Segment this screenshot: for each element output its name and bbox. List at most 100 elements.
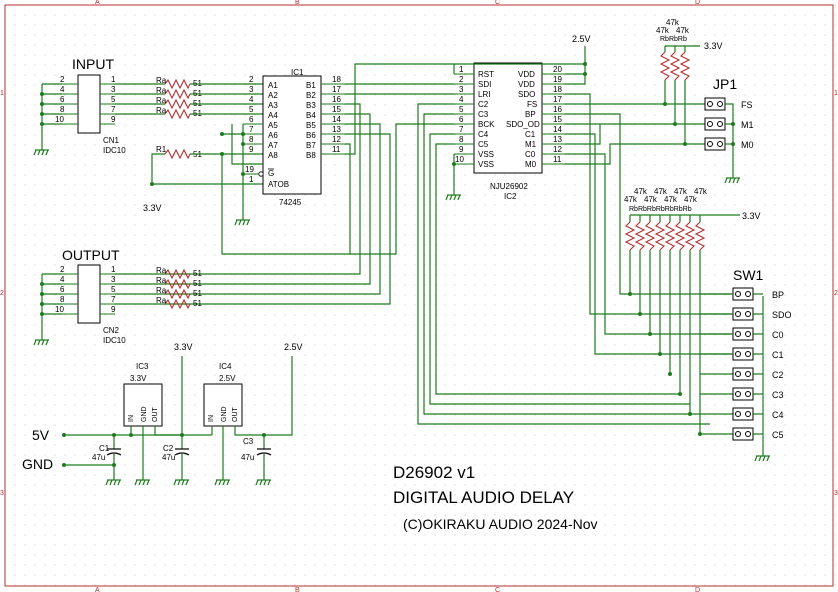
frame-row-3: 3 xyxy=(0,490,4,497)
in-res-ref-2: Ra xyxy=(156,86,167,95)
ic1-pin-a5: A5 xyxy=(268,121,278,130)
sw1-label-c2: C2 xyxy=(772,370,784,380)
cn1-pin-5: 5 xyxy=(111,95,116,104)
ic2-num-9: 9 xyxy=(459,145,464,154)
junction-dot xyxy=(678,392,682,396)
rb-mid-refs: RbRbRbRbRbRbRb xyxy=(629,206,692,213)
ground-symbol xyxy=(173,479,189,486)
ic2-num-12: 12 xyxy=(553,145,562,154)
in-res-ref-1: Ra xyxy=(156,76,167,85)
ic2-pin-sdi: SDI xyxy=(478,80,491,89)
c1-value: 47u xyxy=(92,453,105,462)
cn1-value: IDC10 xyxy=(103,146,126,155)
ic2-num-11: 11 xyxy=(553,155,562,164)
ic1-num-7: 7 xyxy=(249,125,254,134)
ic1-pin-b7: B7 xyxy=(306,141,316,150)
sw1-ref: SW1 xyxy=(733,267,764,283)
frame-row-1: 1 xyxy=(0,90,4,97)
cn2-pin-9: 9 xyxy=(111,305,116,314)
ic2-part: NJU26902 xyxy=(490,182,528,191)
cn2-pin-8: 8 xyxy=(60,295,65,304)
ic2-num-13: 13 xyxy=(553,135,562,144)
rb-top-array: 47k 47k 47k RbRbRb 3.3V xyxy=(565,18,723,165)
ground-symbol xyxy=(754,455,770,462)
connector-cn2-name: OUTPUT xyxy=(62,247,120,263)
sw1-label-bp: BP xyxy=(772,290,784,300)
frame-col-a: A xyxy=(95,0,100,6)
rb-mid-resistor xyxy=(694,221,706,251)
frame-row-1-right: 1 xyxy=(834,90,838,97)
junction-dot xyxy=(688,412,692,416)
bus-wires xyxy=(115,63,710,425)
ground-symbol xyxy=(33,149,49,156)
ic2-num-10: 10 xyxy=(455,155,464,164)
ic1-num-1: 1 xyxy=(249,175,254,184)
ic1-pin-a6: A6 xyxy=(268,131,278,140)
cn1-pin-10: 10 xyxy=(55,115,64,124)
cn1-pin-9: 9 xyxy=(111,115,116,124)
switch-contact xyxy=(745,291,751,297)
cn2-pin-3: 3 xyxy=(111,275,116,284)
ic2-pin-vss-9: VSS xyxy=(478,150,494,159)
input-resistor-array: Ra Ra Ra Ra 51 51 51 51 xyxy=(115,76,263,120)
cn2-pin-2: 2 xyxy=(60,265,65,274)
sw1-label-c5: C5 xyxy=(772,430,784,440)
switch-contact xyxy=(735,311,741,317)
ic1-pin-a3: A3 xyxy=(268,101,278,110)
rb-mid-resistor xyxy=(674,221,686,251)
ic1-pin-a7: A7 xyxy=(268,141,278,150)
frame-row-2-right: 2 xyxy=(834,290,838,297)
jp1-label-fs: FS xyxy=(741,100,753,110)
rb-mid-val-7: 47k xyxy=(684,195,698,204)
in-res-ref-3: Ra xyxy=(156,96,167,105)
rb-mid-resistor xyxy=(684,221,696,251)
ic1-num-8: 8 xyxy=(249,135,254,144)
ic1-pin-a2: A2 xyxy=(268,91,278,100)
net-label-2v5-top: 2.5V xyxy=(572,34,591,44)
ic3-pin-in: IN xyxy=(128,415,135,422)
ic1-pin-b4: B4 xyxy=(306,111,316,120)
ic1-num-16: 16 xyxy=(332,95,341,104)
switch-contact xyxy=(735,431,741,437)
frame-col-a-bottom: A xyxy=(95,587,100,592)
ic3-pin-gnd: GND xyxy=(141,406,148,422)
ic1-part: 74245 xyxy=(279,198,302,207)
cn1-pin-3: 3 xyxy=(111,85,116,94)
ic2-pin-rst: RST xyxy=(478,70,494,79)
ic1-pin-b2: B2 xyxy=(306,91,316,100)
switch-contact xyxy=(745,411,751,417)
rb-mid-val-1: 47k xyxy=(634,187,648,196)
out-res-val-4: 51 xyxy=(193,299,202,308)
connector-cn1-name: INPUT xyxy=(72,56,114,72)
ground-symbol xyxy=(445,194,461,201)
cn1-pin-6: 6 xyxy=(60,95,65,104)
ground-symbol xyxy=(134,479,150,486)
jumper-jp1: JP1 FS M1 M0 xyxy=(704,76,754,184)
switch-contact xyxy=(745,431,751,437)
ground-symbol xyxy=(724,177,740,184)
switch-contact xyxy=(735,351,741,357)
frame-col-d-bottom: D xyxy=(695,587,700,592)
ground-symbol xyxy=(214,479,230,486)
out-res-ref-2: Ra xyxy=(156,276,167,285)
frame-col-c: C xyxy=(495,0,500,6)
ic1-num-17: 17 xyxy=(332,85,341,94)
ic1-num-12: 12 xyxy=(332,135,341,144)
ic2-num-17: 17 xyxy=(553,95,562,104)
jp1-label-m1: M1 xyxy=(741,120,754,130)
ic1-num-2: 2 xyxy=(249,75,254,84)
out-res-val-2: 51 xyxy=(193,279,202,288)
frame-row-3-right: 3 xyxy=(834,490,838,497)
ic2-num-16: 16 xyxy=(553,105,562,114)
ic1-num-9: 9 xyxy=(249,145,254,154)
net-label-5v: 5V xyxy=(32,427,50,443)
rb-mid-val-3: 47k xyxy=(674,187,688,196)
ic2-pin-vdd-19: VDD xyxy=(518,80,535,89)
title-line3: (C)OKIRAKU AUDIO 2024-Nov xyxy=(403,516,598,532)
power-section: 5V GND IC3 3.3V IN GND OUT 3.3V IC4 2.5V… xyxy=(22,342,303,486)
ic2-pin-c2: C2 xyxy=(478,100,489,109)
c1-ref: C1 xyxy=(99,444,110,453)
rb-mid-val-4: 47k xyxy=(624,195,638,204)
